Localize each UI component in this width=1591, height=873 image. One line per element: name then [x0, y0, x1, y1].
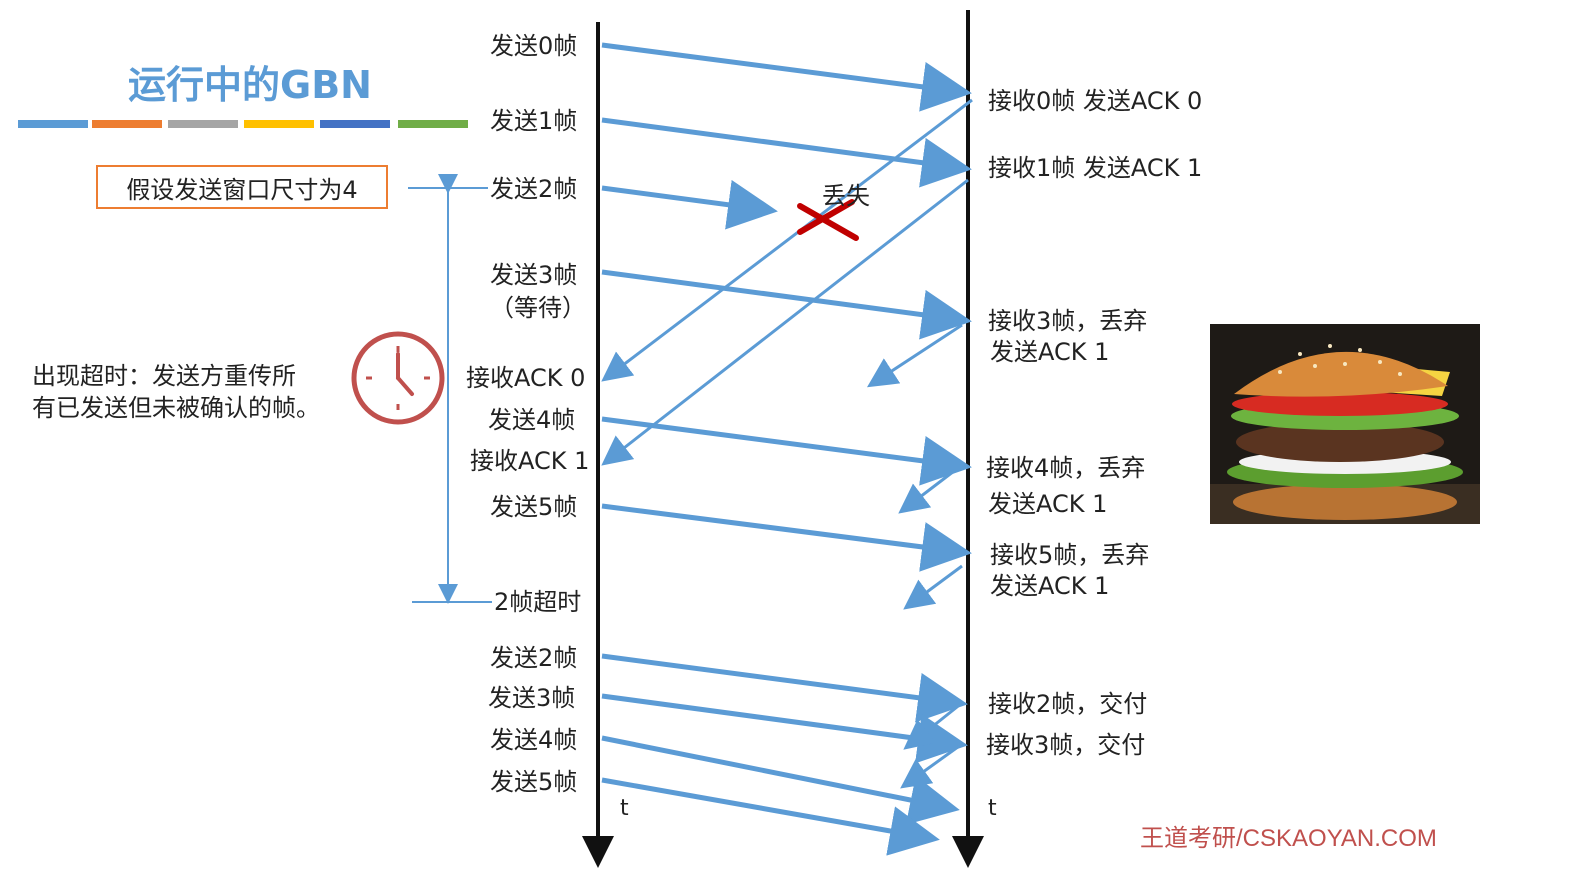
sender-label: 发送2帧	[490, 644, 578, 672]
sender-label: 发送1帧	[490, 107, 578, 135]
sender-label: 发送0帧	[490, 32, 578, 60]
burger-image	[1210, 324, 1480, 524]
sender-label: 发送4帧	[488, 406, 576, 434]
receiver-label: 发送ACK 1	[988, 490, 1108, 518]
receiver-label: 接收3帧，丢弃	[988, 307, 1148, 335]
sender-label: 发送2帧	[490, 175, 578, 203]
window-size-assumption: 假设发送窗口尺寸为4	[96, 165, 388, 209]
arrow-ack1-after4	[898, 463, 963, 514]
receiver-label: 接收3帧，交付	[986, 731, 1146, 759]
timeout-note-line1: 出现超时：发送方重传所	[32, 362, 296, 390]
arrow-resend5	[601, 777, 940, 856]
sender-label: 发送5帧	[490, 493, 578, 521]
receiver-label: 接收5帧，丢弃	[990, 541, 1150, 569]
arrow-frame3	[601, 269, 972, 340]
page-title: 运行中的GBN	[128, 63, 372, 107]
watermark: 王道考研/CSKAOYAN.COM	[1140, 825, 1437, 852]
receiver-label: 接收4帧，丢弃	[986, 454, 1146, 482]
color-bar	[18, 120, 88, 128]
arrow-resend3	[601, 693, 968, 764]
receiver-label: 接收2帧，交付	[988, 690, 1148, 718]
receiver-label: 接收1帧 发送ACK 1	[988, 154, 1203, 182]
sender-label: 2帧超时	[494, 588, 582, 616]
arrow-resend4	[601, 735, 960, 825]
arrow-resend2	[601, 653, 968, 723]
timeout-note: 出现超时：发送方重传所 有已发送但未被确认的帧。	[32, 360, 320, 424]
arrow-frame2-lost	[601, 179, 778, 230]
color-bar	[168, 120, 238, 128]
color-bar	[92, 120, 162, 128]
receiver-time-axis-label: t	[988, 796, 997, 821]
sender-time-axis-label: t	[620, 796, 629, 821]
sender-label: 发送4帧	[490, 726, 578, 754]
arrow-ack1-after3	[866, 323, 963, 388]
arrow-frame0	[601, 42, 972, 112]
color-bar	[398, 120, 468, 128]
arrow-frame1	[601, 117, 972, 188]
clock-icon	[351, 331, 445, 425]
color-bar	[244, 120, 314, 128]
sender-label: 发送5帧	[490, 768, 578, 796]
sender-label: 发送3帧	[488, 684, 576, 712]
receiver-label: 接收0帧 发送ACK 0	[988, 87, 1203, 115]
receiver-label: 发送ACK 1	[990, 338, 1110, 366]
color-bar	[320, 120, 390, 128]
lost-label: 丢失	[822, 182, 870, 210]
arrow-ack3	[900, 742, 963, 789]
arrow-ack2	[903, 701, 963, 750]
sender-label: （等待）	[490, 294, 586, 322]
sender-label: 接收ACK 0	[466, 364, 586, 392]
arrow-frame5	[601, 503, 972, 572]
sender-label: 发送3帧	[490, 261, 578, 289]
arrow-ack0	[601, 98, 973, 382]
receiver-label: 发送ACK 1	[990, 572, 1110, 600]
timeout-note-line2: 有已发送但未被确认的帧。	[32, 394, 320, 422]
lost-x-mark	[797, 199, 859, 241]
arrow-frame4	[601, 416, 972, 486]
arrow-ack1-after5	[903, 564, 963, 610]
sender-label: 接收ACK 1	[470, 447, 590, 475]
arrow-ack1	[601, 178, 969, 466]
